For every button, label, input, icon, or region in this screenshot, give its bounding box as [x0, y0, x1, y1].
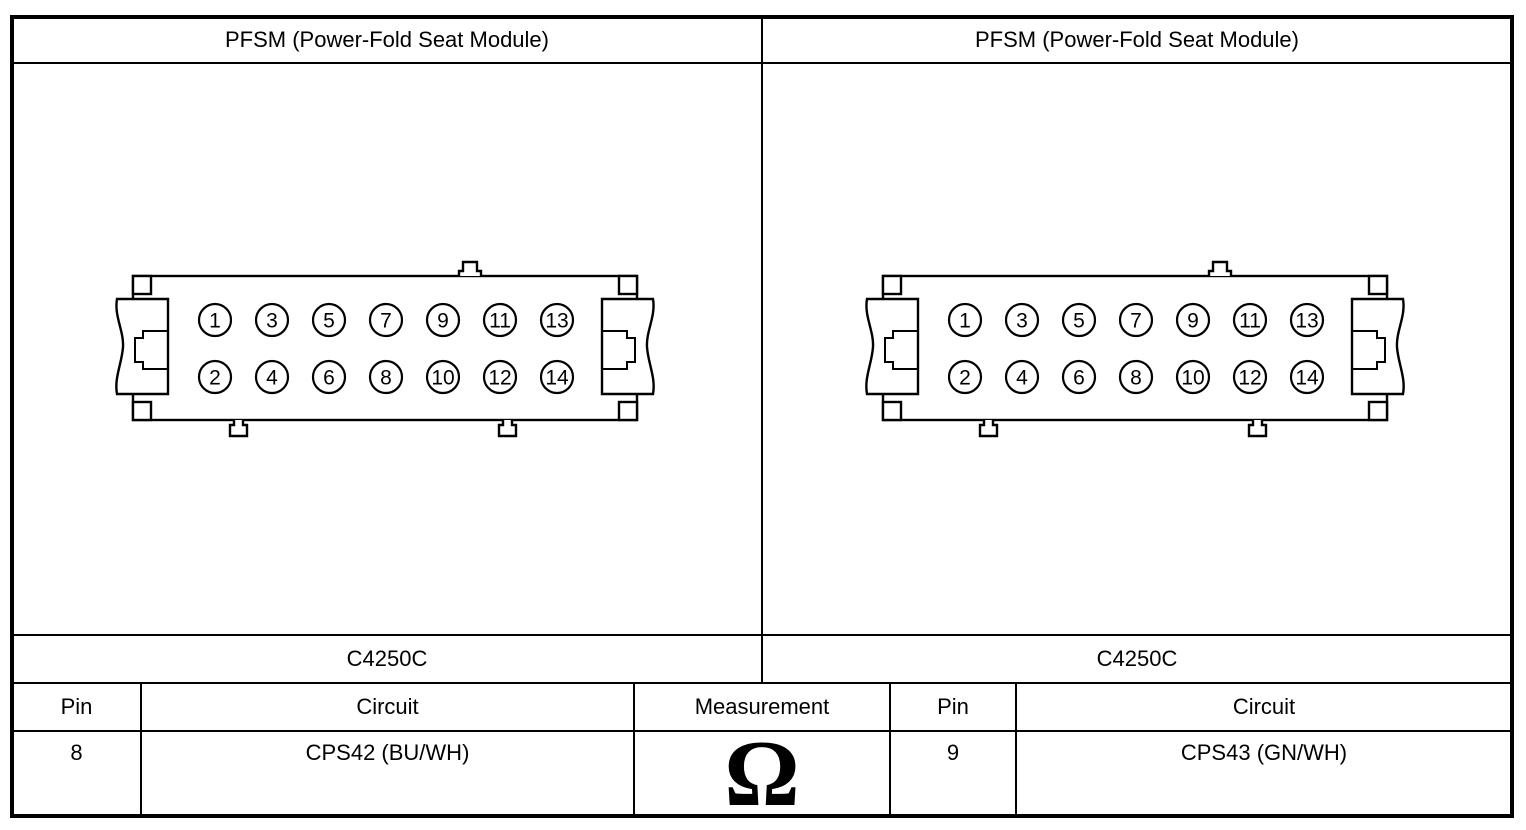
pin-2-circle [197, 359, 233, 395]
pin-10-circle [425, 359, 461, 395]
connector-corner-notch-bottom-left [131, 400, 153, 422]
pin-11-circle [1232, 302, 1268, 338]
connector-latch-right-detail [602, 330, 636, 370]
pin-11-label: 11 [489, 310, 511, 333]
connector-corner-notch-top-right [617, 274, 639, 296]
table-value-circuit-right: CPS43 (GN/WH) [1180, 740, 1348, 765]
connector-corner-notch-top-left [131, 274, 153, 296]
pin-10-circle [1175, 359, 1211, 395]
connector-latch-left-detail [884, 330, 918, 370]
pin-14-circle [1289, 359, 1325, 395]
pin-4-circle [254, 359, 290, 395]
connector-corner-notch-top-right [1367, 274, 1389, 296]
table-header-pin-right: Pin [937, 694, 969, 719]
pin-9-circle [1175, 302, 1211, 338]
pin-12-circle [1232, 359, 1268, 395]
connector-latch-right [600, 297, 655, 396]
connector-label-left: C4250C [346, 646, 428, 671]
pin-6-label: 6 [323, 367, 335, 390]
pin-1-label: 1 [209, 310, 221, 333]
table-value-pin-right: 9 [946, 740, 960, 765]
pin-7-label: 7 [1130, 310, 1142, 333]
table-header-measurement: Measurement [694, 694, 830, 719]
table-header-circuit-left: Circuit [356, 694, 419, 719]
pin-11-label: 11 [1239, 310, 1261, 333]
pin-14-label: 14 [545, 367, 569, 390]
pin-7-circle [1118, 302, 1154, 338]
pin-4-label: 4 [266, 367, 278, 390]
pin-7-label: 7 [380, 310, 392, 333]
connector-corner-notch-bottom-right [617, 400, 639, 422]
pin-2-label: 2 [209, 367, 221, 390]
pin-10-label: 10 [431, 367, 454, 390]
pin-6-circle [311, 359, 347, 395]
pin-8-circle [368, 359, 404, 395]
pin-5-label: 5 [1073, 310, 1085, 333]
module-title-left: PFSM (Power-Fold Seat Module) [225, 27, 549, 52]
pin-3-circle [254, 302, 290, 338]
table-value-pin-left: 8 [70, 740, 83, 765]
pin-4-circle [1004, 359, 1040, 395]
connector-body [131, 274, 639, 422]
pin-11-circle [482, 302, 518, 338]
pin-9-label: 9 [1187, 310, 1199, 333]
pin-1-circle [197, 302, 233, 338]
pin-1-circle [947, 302, 983, 338]
pin-12-label: 12 [488, 367, 511, 390]
connector-bottom-tab-right [1247, 420, 1268, 438]
pin-8-label: 8 [380, 367, 392, 390]
connector-body [881, 274, 1389, 422]
connector-label-right: C4250C [1096, 646, 1178, 671]
pin-3-circle [1004, 302, 1040, 338]
connector-bottom-tab-right [497, 420, 518, 438]
pin-13-label: 13 [545, 310, 568, 333]
pin-8-circle [1118, 359, 1154, 395]
connector-corner-notch-top-left [881, 274, 903, 296]
connector-corner-notch-bottom-right [1367, 400, 1389, 422]
connector-top-tab [1207, 260, 1233, 276]
pin-13-circle [539, 302, 575, 338]
table-header-circuit-right: Circuit [1232, 694, 1296, 719]
pin-6-circle [1061, 359, 1097, 395]
pin-1-label: 1 [959, 310, 971, 333]
pin-5-label: 5 [323, 310, 335, 333]
pin-8-label: 8 [1130, 367, 1142, 390]
pin-5-circle [311, 302, 347, 338]
pin-10-label: 10 [1181, 367, 1204, 390]
connector-latch-right [1350, 297, 1405, 396]
pin-12-label: 12 [1238, 367, 1261, 390]
pin-3-label: 3 [266, 310, 278, 333]
connector-latch-left [115, 297, 170, 396]
pin-14-circle [539, 359, 575, 395]
pin-7-circle [368, 302, 404, 338]
connector-latch-left [865, 297, 920, 396]
connector-corner-notch-bottom-left [881, 400, 903, 422]
pin-9-label: 9 [437, 310, 449, 333]
pin-2-circle [947, 359, 983, 395]
pin-9-circle [425, 302, 461, 338]
table-value-circuit-left: CPS42 (BU/WH) [305, 740, 470, 765]
connector-top-tab [457, 260, 483, 276]
pin-6-label: 6 [1073, 367, 1085, 390]
connector-latch-right-detail [1352, 330, 1386, 370]
connector-bottom-tab-left [228, 420, 249, 438]
pin-13-label: 13 [1295, 310, 1318, 333]
pin-14-label: 14 [1295, 367, 1319, 390]
module-title-right: PFSM (Power-Fold Seat Module) [975, 27, 1299, 52]
pin-13-circle [1289, 302, 1325, 338]
pin-4-label: 4 [1016, 367, 1028, 390]
pin-5-circle [1061, 302, 1097, 338]
pin-2-label: 2 [959, 367, 971, 390]
connector-bottom-tab-left [978, 420, 999, 438]
pin-12-circle [482, 359, 518, 395]
connector-latch-left-detail [134, 330, 168, 370]
table-value-measurement-ohms: Ω [724, 721, 800, 826]
table-header-pin-left: Pin [60, 694, 93, 719]
pin-3-label: 3 [1016, 310, 1028, 333]
